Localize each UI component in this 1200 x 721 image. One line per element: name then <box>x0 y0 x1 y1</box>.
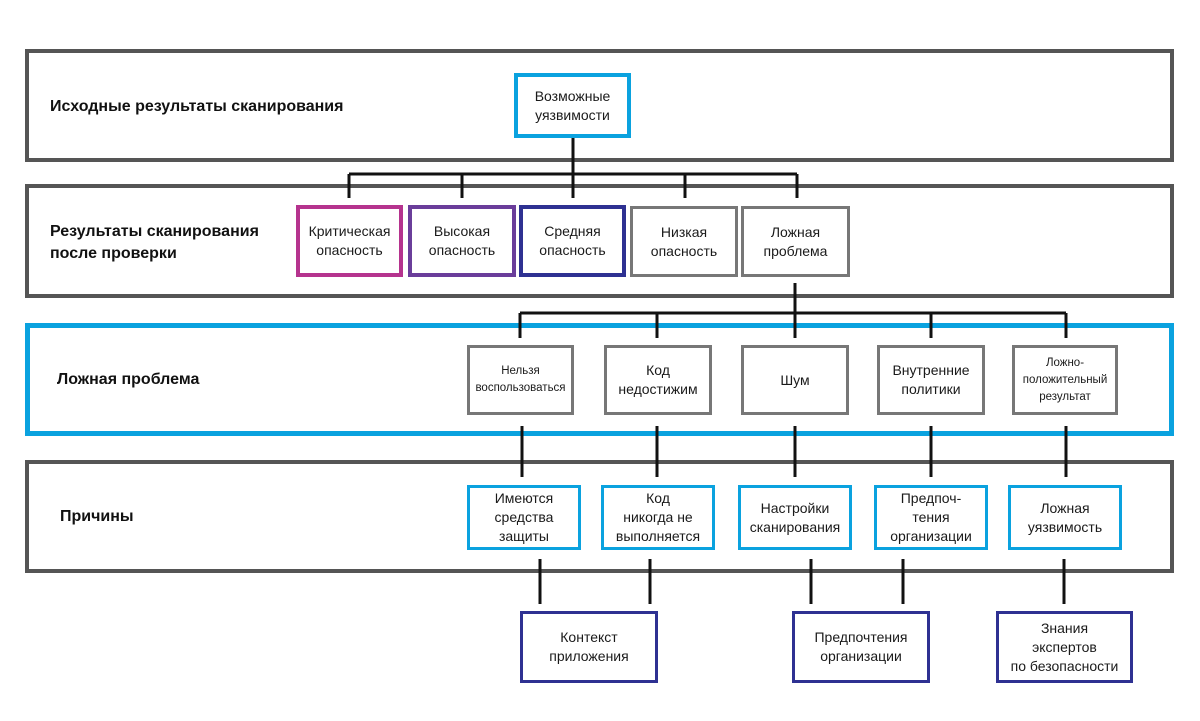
node-false-vulnerability: Ложная уязвимость <box>1008 485 1122 550</box>
node-code-never-executed: Код никогда не выполняется <box>601 485 715 550</box>
node-noise-text: Шум <box>780 371 810 388</box>
node-false-issue: Ложная проблема <box>741 206 850 277</box>
node-possible-vulnerabilities: Возможные уязвимости <box>514 73 631 138</box>
node-security-expert-knowledge-text: Знания экспертов по безопасности <box>1010 619 1119 674</box>
node-protection-present: Имеются средства защиты <box>467 485 581 550</box>
band-label-verified: Результаты сканирования после проверки <box>50 221 259 265</box>
node-cannot-exploit: Нельзя воспользоваться <box>467 345 574 415</box>
band-label-causes-text: Причины <box>60 508 134 525</box>
node-application-context: Контекст приложения <box>520 611 658 683</box>
node-high-severity: Высокая опасность <box>408 205 516 277</box>
node-critical-severity-text: Критическая опасность <box>308 223 391 258</box>
node-code-unreachable: Код недостижим <box>604 345 712 415</box>
node-low-severity-text: Низкая опасность <box>650 223 718 259</box>
node-code-unreachable-text: Код недостижим <box>618 362 698 397</box>
node-org-preferences-cause-text: Предпоч- тения организации <box>890 490 972 544</box>
band-label-initial-text: Исходные результаты сканирования <box>50 98 344 115</box>
node-false-issue-text: Ложная проблема <box>763 223 828 259</box>
node-high-severity-text: Высокая опасность <box>428 223 496 258</box>
node-false-vulnerability-text: Ложная уязвимость <box>1027 499 1103 535</box>
band-initial-results <box>25 49 1174 162</box>
band-label-verified-text: Результаты сканирования после проверки <box>50 223 259 262</box>
node-security-expert-knowledge: Знания экспертов по безопасности <box>996 611 1133 683</box>
band-label-causes: Причины <box>60 506 134 528</box>
node-noise: Шум <box>741 345 849 415</box>
band-label-false-problem-text: Ложная проблема <box>57 371 200 388</box>
node-possible-vulnerabilities-text: Возможные уязвимости <box>534 87 611 123</box>
node-scan-settings-text: Настройки сканирования <box>749 499 841 535</box>
node-internal-policies: Внутренние политики <box>877 345 985 415</box>
band-label-initial: Исходные результаты сканирования <box>50 96 343 118</box>
band-label-false-problem: Ложная проблема <box>57 369 199 391</box>
node-critical-severity: Критическая опасность <box>296 205 403 277</box>
node-org-preferences-text: Предпочтения организации <box>814 629 908 664</box>
node-cannot-exploit-text: Нельзя воспользоваться <box>475 365 566 394</box>
node-code-never-executed-text: Код никогда не выполняется <box>615 490 701 544</box>
node-low-severity: Низкая опасность <box>630 206 738 277</box>
node-internal-policies-text: Внутренние политики <box>892 362 970 397</box>
node-false-positive-text: Ложно- положительный результат <box>1022 356 1108 403</box>
node-medium-severity: Средняя опасность <box>519 205 626 277</box>
node-medium-severity-text: Средняя опасность <box>539 223 606 258</box>
node-protection-present-text: Имеются средства защиты <box>494 490 554 544</box>
node-application-context-text: Контекст приложения <box>549 629 629 664</box>
node-false-positive: Ложно- положительный результат <box>1012 345 1118 415</box>
node-scan-settings: Настройки сканирования <box>738 485 852 550</box>
node-org-preferences-cause: Предпоч- тения организации <box>874 485 988 550</box>
node-org-preferences: Предпочтения организации <box>792 611 930 683</box>
